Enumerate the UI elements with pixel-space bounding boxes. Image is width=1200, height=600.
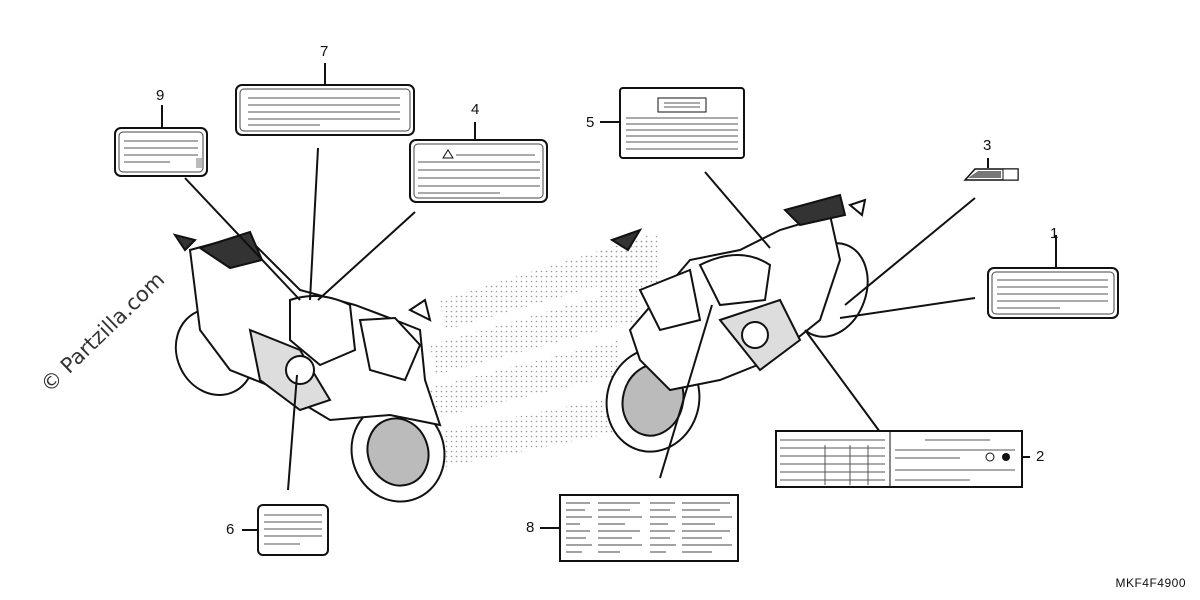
warning-triangle-icon — [442, 149, 454, 159]
label-4-graphic — [409, 139, 548, 203]
label-6-graphic — [257, 504, 329, 556]
callout-1: 1 — [1050, 225, 1059, 242]
label-5-graphic — [619, 87, 745, 159]
callout-2: 2 — [1036, 448, 1045, 465]
label-3-graphic — [963, 168, 1019, 181]
motorcycle-left — [172, 230, 446, 503]
callout-5: 5 — [586, 114, 595, 131]
leader-lines — [161, 63, 1057, 531]
callout-7: 7 — [320, 43, 329, 60]
callout-9: 9 — [156, 87, 165, 104]
label-9-graphic — [114, 127, 208, 177]
label-7-graphic — [235, 84, 415, 136]
label-1-graphic — [987, 267, 1119, 319]
callout-6: 6 — [226, 521, 235, 538]
callout-4: 4 — [471, 101, 480, 118]
callout-8: 8 — [526, 519, 535, 536]
callout-3: 3 — [983, 137, 992, 154]
dotted-wing-logo — [420, 235, 660, 470]
motorcycle-right — [605, 193, 869, 453]
diagram-code: MKF4F4900 — [1115, 576, 1186, 590]
label-2-graphic — [775, 430, 1023, 488]
label-8-graphic — [559, 494, 739, 562]
